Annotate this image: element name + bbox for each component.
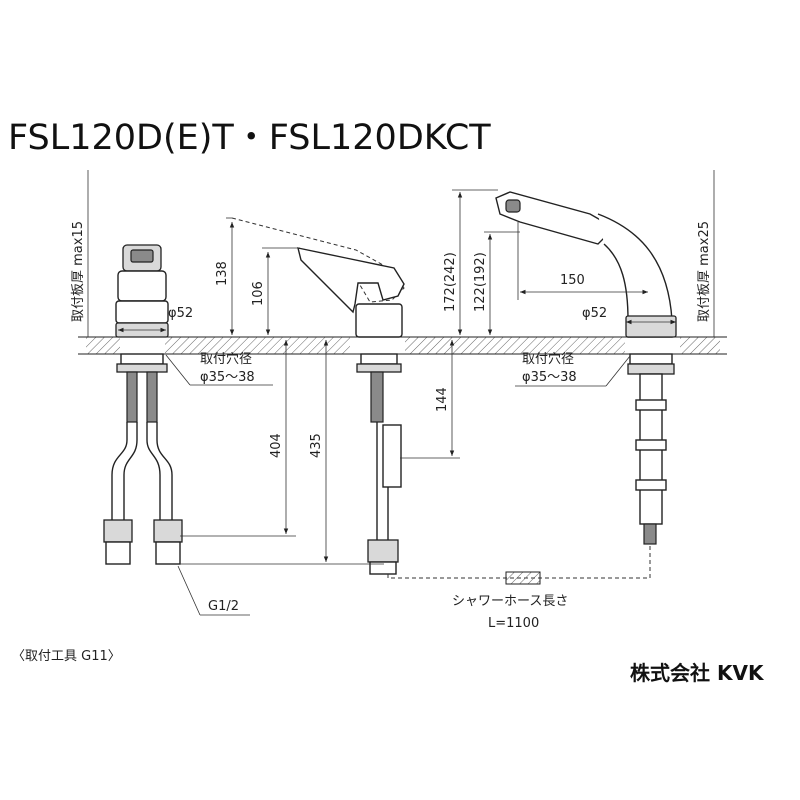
company-name: 株式会社 KVK: [630, 661, 765, 685]
dim-106: 106: [251, 281, 266, 306]
hose-coil: [505, 571, 541, 585]
left-mixer-front-view: [103, 244, 183, 565]
counter-surface: [78, 336, 727, 355]
dim-138: 138: [215, 261, 230, 286]
left-diameter-label: φ52: [168, 306, 193, 321]
right-spout-view: [495, 191, 677, 545]
dim-122-192: 122(192): [473, 252, 488, 312]
dim-435: 435: [309, 433, 324, 458]
right-diameter-label: φ52: [582, 306, 607, 321]
dim-144: 144: [435, 387, 450, 412]
middle-mixer-side-view: [231, 217, 405, 575]
right-hole-label-line1: 取付穴径: [522, 352, 574, 367]
left-hole-label-line2: φ35～38: [200, 370, 255, 385]
thread-label: G1/2: [208, 599, 239, 614]
right-plate-thickness-label: 取付板厚 max25: [697, 221, 712, 322]
hose-length-label: シャワーホース長さ: [452, 594, 568, 609]
left-plate-thickness-label: 取付板厚 max15: [71, 221, 86, 322]
dim-404: 404: [269, 433, 284, 458]
dim-150: 150: [560, 273, 585, 288]
model-title: FSL120D(E)T・FSL120DKCT: [8, 118, 491, 158]
right-hole-label-line2: φ35～38: [522, 370, 577, 385]
left-hole-label-line1: 取付穴径: [200, 352, 252, 367]
tool-note: 〈取付工具 G11〉: [12, 649, 121, 664]
hose-length-value: L=1100: [488, 616, 539, 631]
dim-172-242: 172(242): [443, 252, 458, 312]
